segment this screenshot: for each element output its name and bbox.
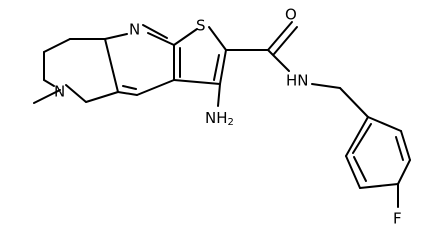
bond <box>65 84 87 103</box>
bond <box>43 38 71 53</box>
amide-nh-label: HN <box>286 72 309 90</box>
bond <box>217 83 221 107</box>
bond <box>147 32 175 46</box>
bond <box>345 155 361 189</box>
bond <box>311 83 341 89</box>
bond <box>43 79 55 87</box>
bond <box>104 33 128 40</box>
amino-group-label: NH2 <box>205 109 234 129</box>
bond <box>122 85 137 90</box>
bond <box>117 91 138 96</box>
bond <box>273 26 298 55</box>
amino-nh-text: NH <box>205 109 228 127</box>
bond <box>267 21 293 51</box>
bond <box>339 87 369 118</box>
bond <box>173 28 198 46</box>
thiophene-sulfur-label: S <box>196 17 206 35</box>
pyridine-nitrogen-label: N <box>129 21 140 39</box>
bond <box>104 38 119 93</box>
bond <box>173 79 221 85</box>
bond <box>352 123 372 154</box>
ring-nitrogen-label: N <box>54 83 65 101</box>
amino-subscript: 2 <box>228 117 234 128</box>
bond <box>213 54 220 81</box>
bond <box>136 79 175 96</box>
atom-label-layer: N S O HN NH2 N F <box>54 6 402 228</box>
bond <box>359 183 399 189</box>
bond <box>353 156 367 182</box>
bond <box>395 136 404 161</box>
bond <box>345 116 369 157</box>
bond <box>208 26 227 51</box>
bond <box>400 130 411 161</box>
bond <box>367 116 402 132</box>
carbonyl-oxygen-label: O <box>285 6 297 24</box>
bond <box>85 91 119 103</box>
bond <box>142 24 168 39</box>
bond-layer <box>33 21 411 208</box>
bond <box>219 49 227 85</box>
molecule-structure: N S O HN NH2 N F <box>33 6 411 228</box>
bond <box>33 89 61 104</box>
bond <box>267 49 290 72</box>
bond <box>397 159 411 185</box>
fluorine-label: F <box>393 210 402 228</box>
